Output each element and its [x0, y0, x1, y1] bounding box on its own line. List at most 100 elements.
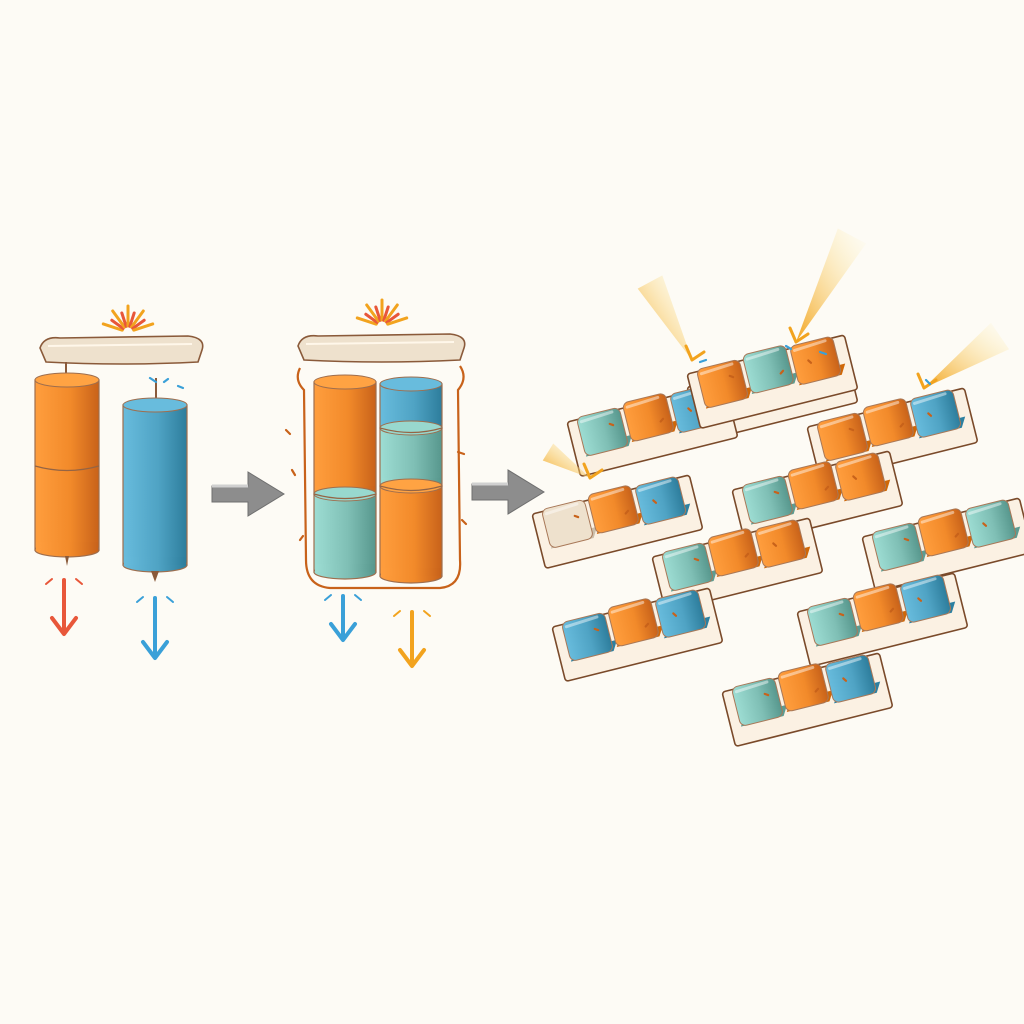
stage-combined-columns	[284, 298, 468, 668]
battery-module	[651, 517, 823, 612]
battery-module	[551, 587, 723, 682]
paint-speck	[824, 485, 830, 491]
orange-segment-top	[313, 381, 377, 495]
paint-speck	[162, 377, 170, 384]
cell-brick	[697, 359, 748, 408]
battery-module	[731, 450, 903, 545]
column-tip	[65, 556, 69, 566]
battery-module	[686, 334, 858, 429]
cell-brick	[742, 475, 793, 524]
paint-speck	[608, 422, 615, 427]
blue-column	[122, 404, 188, 566]
paint-speck	[807, 359, 813, 364]
paint-speck	[838, 612, 845, 617]
paint-speck	[728, 374, 735, 379]
paint-speck	[784, 344, 793, 351]
battery-module	[861, 497, 1024, 592]
cell-brick	[900, 574, 952, 623]
cell-brick	[917, 508, 969, 557]
paint-speck	[924, 378, 932, 386]
yellow-flow-arrow	[393, 610, 431, 668]
orange-column	[34, 379, 100, 551]
paint-speck	[652, 499, 658, 504]
cell-brick	[607, 598, 659, 647]
paint-speck	[899, 422, 905, 428]
cell-brick	[790, 336, 842, 385]
paint-speck	[954, 532, 960, 538]
cap-slab	[39, 335, 204, 365]
paint-speck	[779, 369, 785, 375]
paint-speck	[744, 552, 750, 558]
paint-speck	[593, 627, 600, 632]
paint-speck	[848, 427, 855, 432]
orange-segment-top-top	[313, 374, 377, 390]
battery-module	[796, 572, 968, 667]
cell-brick	[910, 389, 962, 438]
cell-brick	[577, 407, 628, 456]
cell-brick	[825, 654, 877, 703]
paint-speck	[814, 687, 820, 693]
teal-segment-mid	[379, 427, 443, 487]
paint-speck	[659, 417, 665, 423]
cell-brick	[807, 597, 858, 646]
paint-speck	[460, 518, 468, 526]
paint-speck	[982, 522, 988, 527]
paint-speck	[903, 537, 910, 542]
segment-seam	[313, 493, 377, 500]
stage-separate-columns	[34, 304, 204, 660]
cell-brick	[787, 461, 839, 510]
cell-brick	[777, 663, 829, 712]
paint-speck	[298, 534, 305, 542]
battery-module	[806, 387, 978, 482]
light-beam	[542, 443, 590, 478]
cell-brick	[655, 589, 707, 638]
paint-speck	[917, 597, 923, 602]
paint-speck	[176, 384, 185, 390]
stage-tiled-modules	[531, 228, 1024, 747]
battery-module	[721, 652, 893, 747]
paint-speck	[889, 607, 895, 613]
cell-brick	[862, 398, 914, 447]
cell-brick	[732, 677, 783, 726]
light-beam	[637, 275, 692, 360]
blue-flow-arrow	[136, 596, 174, 660]
column-tip	[151, 571, 159, 582]
battery-module	[531, 474, 703, 569]
segment-seam	[379, 485, 443, 492]
blue-column-top	[122, 397, 188, 413]
cell-brick	[635, 476, 687, 525]
cell-brick	[835, 452, 887, 501]
paint-speck	[284, 428, 292, 436]
paint-speck	[456, 450, 466, 456]
light-beam	[796, 228, 867, 342]
cell-brick	[707, 528, 759, 577]
cell-brick	[587, 485, 639, 534]
cell-brick	[742, 345, 794, 394]
cell-brick	[755, 519, 807, 568]
blue-segment-top-top	[379, 376, 443, 392]
paint-speck	[644, 622, 650, 628]
light-beam	[924, 322, 1010, 388]
paint-speck	[842, 677, 848, 682]
paint-speck	[927, 412, 933, 417]
enclosure-outline	[296, 365, 465, 590]
paint-speck	[698, 358, 708, 364]
heat-burst-icon	[101, 304, 155, 332]
paint-speck	[624, 509, 630, 515]
teal-segment-bottom	[313, 493, 377, 573]
paint-speck	[290, 468, 297, 477]
paint-speck	[818, 350, 828, 356]
paint-speck	[687, 407, 693, 412]
paint-speck	[672, 612, 678, 617]
cell-brick	[662, 542, 713, 591]
gray-right-arrow	[211, 471, 285, 517]
cell-brick	[542, 499, 593, 548]
paint-speck	[148, 376, 158, 384]
orange-segment-bottom	[379, 485, 443, 577]
cell-brick	[965, 499, 1017, 548]
paint-speck	[852, 475, 858, 480]
blue-flow-arrow	[324, 594, 362, 642]
cell-brick	[622, 393, 674, 442]
